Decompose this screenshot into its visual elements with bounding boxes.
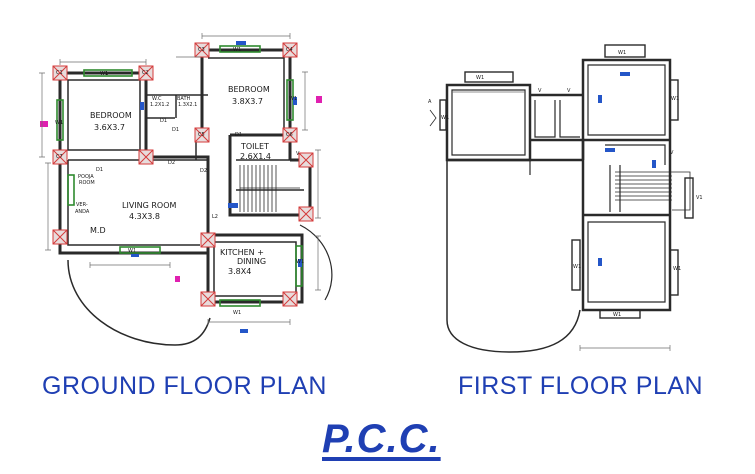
label-w1-f: W1 bbox=[296, 259, 304, 265]
label-c4: C4 bbox=[286, 47, 293, 53]
label-md: M.D bbox=[90, 226, 106, 235]
gf-staircase bbox=[239, 165, 300, 212]
column-c4 bbox=[282, 42, 298, 58]
label-wc-size: 1.2X1.2 bbox=[150, 102, 169, 108]
column-c12 bbox=[298, 206, 314, 222]
gf-magenta-markers bbox=[40, 96, 322, 282]
ff-label-v1: V1 bbox=[696, 195, 703, 201]
label-w1-a: W1 bbox=[100, 71, 108, 77]
ff-dimensions bbox=[452, 91, 671, 351]
label-w1-e: W1 bbox=[128, 248, 136, 254]
column-c1 bbox=[52, 65, 68, 81]
ff-inner-walls bbox=[451, 64, 666, 303]
ff-walls bbox=[445, 58, 672, 312]
ff-label-v-a: V bbox=[538, 88, 542, 94]
ff-staircase bbox=[615, 171, 691, 211]
label-bedroom-2-size: 3.8X3.7 bbox=[232, 97, 263, 106]
label-toilet: TOILET bbox=[240, 142, 269, 151]
label-d1-c: D1 bbox=[96, 167, 103, 173]
label-l2: L2 bbox=[212, 214, 218, 220]
column-c6 bbox=[282, 127, 298, 143]
label-toilet-size: 2.6X1.4 bbox=[240, 152, 271, 161]
label-bedroom-2: BEDROOM bbox=[228, 85, 270, 94]
label-w1-d: W1 bbox=[289, 96, 297, 102]
ff-section-arrow bbox=[429, 109, 437, 127]
label-d1-b: D1 bbox=[172, 127, 179, 133]
label-kitchen: KITCHEN + bbox=[220, 248, 264, 257]
column-c13 bbox=[200, 291, 216, 307]
column-c9 bbox=[52, 229, 68, 245]
column-c10 bbox=[200, 232, 216, 248]
label-d1-d: D1 bbox=[235, 132, 242, 138]
ground-floor-plan: BEDROOM 3.6X3.7 BEDROOM 3.8X3.7 LIVING R… bbox=[39, 33, 333, 346]
ff-curved-wall bbox=[446, 160, 581, 353]
ff-windows bbox=[439, 44, 694, 319]
pcc-caption: P.C.C. bbox=[322, 417, 441, 461]
column-c14 bbox=[282, 291, 298, 307]
gf-dimensions bbox=[39, 33, 321, 325]
label-wc: W.C bbox=[152, 96, 162, 102]
first-floor-plan-title: FIRST FLOOR PLAN bbox=[458, 372, 704, 400]
ff-labels: W1 W1 W1 W1 W1 W1 W1 V V V V1 A bbox=[428, 50, 703, 318]
label-veranda-2: ANDA bbox=[75, 209, 90, 215]
label-d2-b: D2 bbox=[200, 168, 207, 174]
label-bedroom-1-size: 3.6X3.7 bbox=[94, 123, 125, 132]
column-c3 bbox=[194, 42, 210, 58]
label-living-room-size: 4.3X3.8 bbox=[129, 212, 160, 221]
gf-veranda-arc bbox=[67, 259, 211, 346]
gf-door-markers bbox=[131, 41, 302, 333]
label-c7: C7 bbox=[56, 154, 63, 160]
ff-label-w1-g: W1 bbox=[613, 312, 621, 318]
label-w1-g: W1 bbox=[233, 310, 241, 316]
ff-label-v-c: V bbox=[670, 150, 674, 156]
gf-walls bbox=[58, 48, 312, 304]
label-kitchen-size: 3.8X4 bbox=[228, 267, 251, 276]
label-room: ROOM bbox=[79, 180, 95, 186]
column-c2 bbox=[138, 65, 154, 81]
label-c1: C1 bbox=[56, 70, 63, 76]
ff-label-a: A bbox=[428, 99, 432, 105]
gf-columns bbox=[52, 42, 314, 307]
column-c5 bbox=[194, 127, 210, 143]
column-c7 bbox=[52, 149, 68, 165]
gf-front-arc bbox=[299, 224, 333, 301]
ground-floor-plan-title: GROUND FLOOR PLAN bbox=[42, 372, 327, 400]
label-c3: C3 bbox=[198, 47, 205, 53]
label-veranda-1: VER- bbox=[76, 202, 88, 208]
label-v: V bbox=[296, 151, 300, 157]
label-bath: BATH bbox=[177, 96, 191, 102]
ff-door-markers bbox=[598, 72, 656, 266]
ff-label-w1-b: W1 bbox=[618, 50, 626, 56]
ff-label-v-b: V bbox=[567, 88, 571, 94]
gf-small-labels: W.C 1.2X1.2 BATH 1.3X2.1 POOJA ROOM VER-… bbox=[55, 47, 304, 316]
ff-label-w1-d: W1 bbox=[671, 96, 679, 102]
label-pooja: POOJA bbox=[78, 174, 94, 180]
ff-label-w1-e: W1 bbox=[573, 264, 581, 270]
ff-label-w1-c: W1 bbox=[441, 115, 449, 121]
label-d1-a: D1 bbox=[160, 118, 167, 124]
column-c11 bbox=[298, 152, 314, 168]
gf-room-labels: BEDROOM 3.6X3.7 BEDROOM 3.8X3.7 LIVING R… bbox=[90, 85, 271, 276]
column-c8 bbox=[138, 149, 154, 165]
label-dining: DINING bbox=[237, 257, 266, 266]
ff-label-w1-f: W1 bbox=[673, 266, 681, 272]
first-floor-plan: W1 W1 W1 W1 W1 W1 W1 V V V V1 A bbox=[428, 44, 703, 353]
label-bedroom-1: BEDROOM bbox=[90, 111, 132, 120]
label-living-room: LIVING ROOM bbox=[122, 201, 177, 210]
label-c2: C2 bbox=[142, 70, 149, 76]
label-c5: C5 bbox=[198, 132, 205, 138]
label-w1-c: W1 bbox=[55, 120, 63, 126]
label-d2-a: D2 bbox=[168, 160, 175, 166]
ff-label-w1-a: W1 bbox=[476, 75, 484, 81]
label-bath-size: 1.3X2.1 bbox=[178, 102, 197, 108]
label-w1-b: W1 bbox=[233, 47, 241, 53]
label-c6: C6 bbox=[286, 132, 293, 138]
